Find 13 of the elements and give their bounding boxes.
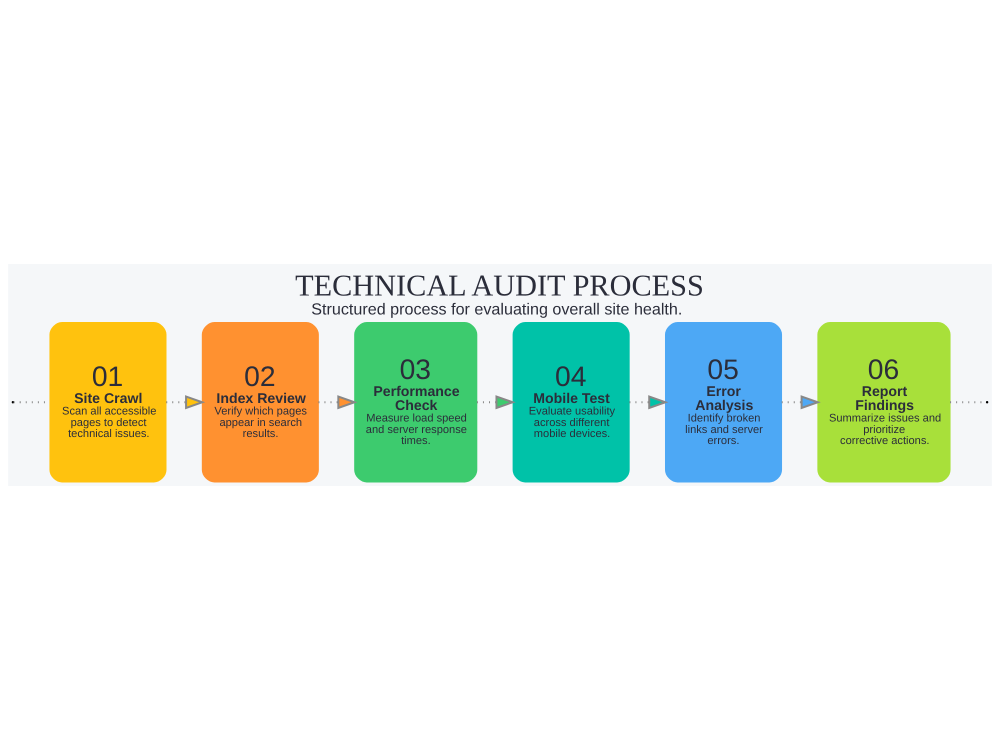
node-box: 01 Site Crawl Scan all accessible pages to detect technical issues.: [49, 322, 166, 482]
arrow: [318, 395, 358, 410]
diagram-title: TECHNICAL AUDIT PROCESS: [295, 268, 704, 302]
node-box: 03 Performance Check Measure load speed and server response times.: [354, 322, 478, 482]
arrow: [166, 395, 206, 410]
node-box: 06 Report Findings Summarize issues and prioritize corrective actions.: [817, 322, 951, 482]
node-box: 02 Index Review Verify which pages appear in search results.: [202, 322, 319, 482]
node-box: 04 Mobile Test Evaluate usability across different mobile devices.: [512, 322, 630, 482]
caption: Structured process for evaluating overall site health.: [311, 300, 682, 318]
arrow: [629, 395, 668, 410]
node-box: 05 Error Analysis Identify broken links and server errors.: [664, 322, 782, 482]
arrow: [476, 395, 516, 410]
arrow: [782, 395, 821, 410]
